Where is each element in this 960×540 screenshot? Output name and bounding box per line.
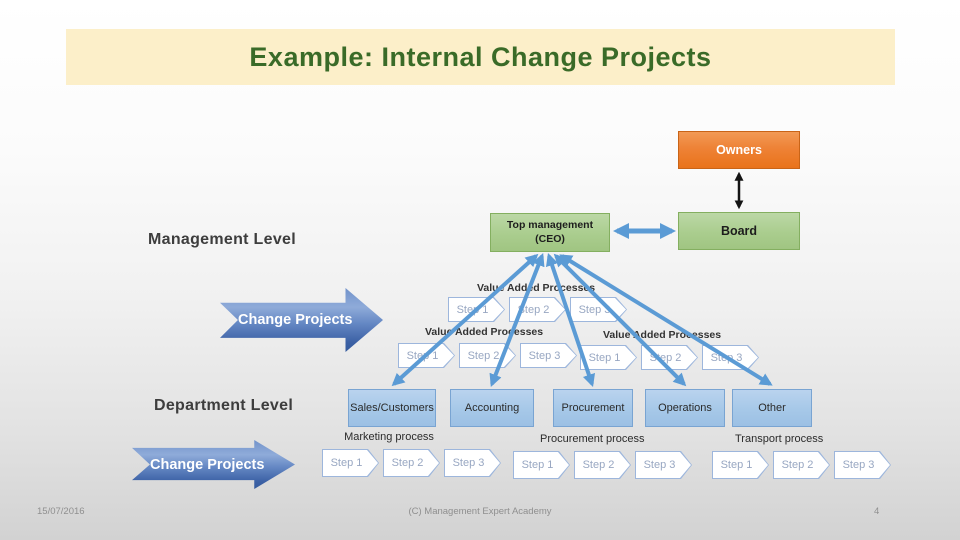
step-chevron-label: Step 3 (643, 459, 676, 471)
department-box-procurement: Procurement (553, 389, 633, 427)
step-chevron-label: Step 1 (406, 349, 439, 362)
step-chevron-label: Step 3 (452, 457, 485, 469)
step-chevron-label: Step 3 (842, 459, 875, 471)
step-chevron: Step 1 (712, 451, 769, 479)
step-chevron-label: Step 3 (528, 349, 561, 362)
step-chevron: Step 1 (580, 345, 637, 370)
ceo-label-line2: (CEO) (535, 232, 565, 245)
chevron-fill (636, 452, 691, 478)
department-label: Sales/Customers (350, 402, 434, 414)
step-chevron: Step 1 (513, 451, 570, 479)
owners-label: Owners (716, 143, 762, 157)
step-chevron-label: Step 1 (330, 457, 363, 469)
marketing-process-label: Marketing process (344, 431, 434, 443)
change-projects-arrow-management: Change Projects (220, 288, 383, 352)
department-box-other: Other (732, 389, 812, 427)
procurement-process-label: Procurement process (540, 433, 645, 445)
department-box-sales: Sales/Customers (348, 389, 436, 427)
step-chevron: Step 2 (641, 345, 698, 370)
department-label: Operations (658, 402, 712, 414)
step-chevron-row-top: Step 1 Step 2 Step 3 (448, 297, 627, 322)
chevron-fill (445, 450, 500, 476)
step-chevron: Step 2 (383, 449, 440, 477)
step-chevron-label: Step 1 (456, 303, 489, 316)
footer-page-number: 4 (874, 506, 880, 517)
step-chevron: Step 3 (570, 297, 627, 322)
step-chevron: Step 3 (834, 451, 891, 479)
department-label: Accounting (464, 402, 520, 414)
step-chevron-label: Step 1 (720, 459, 753, 471)
board-box: Board (678, 212, 800, 250)
step-chevron-row-marketing: Step 1 Step 2 Step 3 (322, 449, 501, 477)
ceo-label-line1: Top management (506, 218, 594, 231)
step-chevron: Step 1 (448, 297, 505, 322)
slide-title: Example: Internal Change Projects (249, 41, 712, 72)
step-chevron: Step 2 (574, 451, 631, 479)
change-projects-label: Change Projects (150, 456, 265, 473)
footer-copyright: (C) Management Expert Academy (408, 506, 552, 517)
step-chevron-label: Step 3 (710, 351, 743, 364)
step-chevron: Step 3 (444, 449, 501, 477)
board-label: Board (720, 224, 758, 238)
step-chevron: Step 1 (398, 343, 455, 368)
chevron-fill (514, 452, 569, 478)
value-added-label-top: Value Added Processes (477, 282, 596, 294)
slide-title-bar: Example: Internal Change Projects (66, 29, 895, 85)
step-chevron-row-transport: Step 1 Step 2 Step 3 (712, 451, 891, 479)
step-chevron-label: Step 1 (521, 459, 554, 471)
step-chevron-label: Step 2 (582, 459, 615, 471)
management-level-label: Management Level (148, 231, 296, 248)
step-chevron-row-procurement: Step 1 Step 2 Step 3 (513, 451, 692, 479)
department-box-accounting: Accounting (450, 389, 534, 427)
step-chevron: Step 2 (773, 451, 830, 479)
step-chevron-label: Step 3 (578, 303, 611, 316)
value-added-label-left: Value Added Processes (425, 326, 544, 338)
transport-process-label: Transport process (735, 433, 824, 445)
step-chevron-row-mid-left: Step 1 Step 2 Step 3 (398, 343, 577, 368)
step-chevron-label: Step 2 (391, 457, 424, 469)
step-chevron: Step 3 (520, 343, 577, 368)
footer-date: 15/07/2016 (37, 506, 85, 517)
value-added-label-right: Value Added Processes (603, 329, 722, 341)
step-chevron: Step 2 (509, 297, 566, 322)
step-chevron-label: Step 2 (517, 303, 550, 316)
department-level-label: Department Level (154, 397, 294, 414)
step-chevron-label: Step 2 (649, 351, 682, 364)
step-chevron: Step 3 (635, 451, 692, 479)
owners-box: Owners (678, 131, 800, 169)
step-chevron: Step 1 (322, 449, 379, 477)
chevron-fill (384, 450, 439, 476)
chevron-fill (323, 450, 378, 476)
top-management-box: Top management (CEO) (490, 213, 610, 252)
department-box-operations: Operations (645, 389, 725, 427)
chevron-fill (835, 452, 890, 478)
step-chevron-label: Step 1 (588, 351, 621, 364)
chevron-fill (575, 452, 630, 478)
step-chevron-label: Step 2 (781, 459, 814, 471)
change-projects-label: Change Projects (238, 312, 353, 328)
chevron-fill (713, 452, 768, 478)
change-projects-arrow-department: Change Projects (132, 440, 295, 489)
step-chevron-label: Step 2 (467, 349, 500, 362)
step-chevron: Step 2 (459, 343, 516, 368)
step-chevron-row-mid-right: Step 1 Step 2 Step 3 (580, 345, 759, 370)
chevron-fill (774, 452, 829, 478)
department-label: Procurement (561, 402, 625, 414)
step-chevron: Step 3 (702, 345, 759, 370)
department-label: Other (758, 402, 786, 414)
